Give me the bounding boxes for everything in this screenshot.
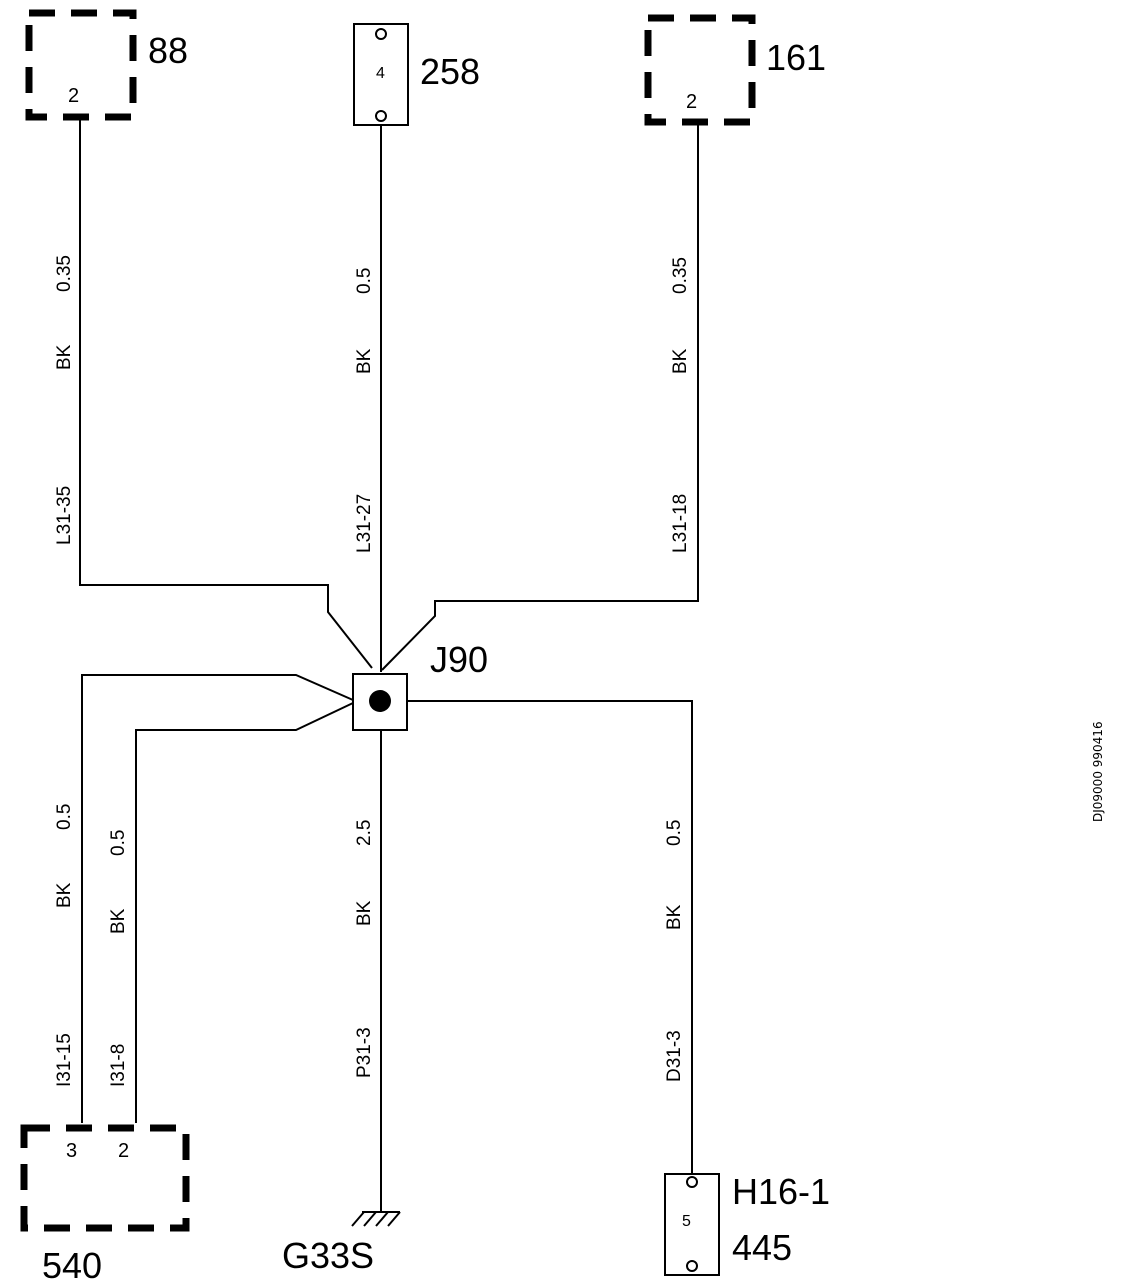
wire-size: 0.5 xyxy=(664,820,685,846)
component-161: 2 161 xyxy=(644,14,826,126)
component-540: 3 2 540 xyxy=(20,1124,190,1286)
component-h16-pin: 5 xyxy=(682,1213,691,1230)
ground-hatch xyxy=(351,1211,365,1227)
ground-hatch xyxy=(387,1211,401,1227)
wire-540-b xyxy=(135,702,354,1123)
ground-hatch xyxy=(363,1211,377,1227)
wire-circuit: I31-8 xyxy=(108,1044,129,1087)
wire-size: 2.5 xyxy=(354,820,375,846)
wire-88 xyxy=(79,117,373,669)
component-h16-box xyxy=(664,1173,720,1276)
wire-circuit: L31-18 xyxy=(670,494,691,553)
splice-label: J90 xyxy=(430,639,488,680)
wire-circuit: P31-3 xyxy=(354,1027,375,1078)
wire-size: 0.5 xyxy=(354,268,375,294)
wire-size: 0.5 xyxy=(54,804,75,830)
wire-h16 xyxy=(407,700,693,1174)
splice-dot xyxy=(369,690,391,712)
wire-161 xyxy=(381,122,699,671)
component-540-label: 540 xyxy=(42,1245,102,1286)
component-540-pin-2: 2 xyxy=(118,1140,129,1162)
wire-color: BK xyxy=(354,900,375,926)
component-445-label: 445 xyxy=(732,1227,792,1268)
wire-size: 0.5 xyxy=(108,830,129,856)
wire-color: BK xyxy=(108,908,129,934)
component-88-box xyxy=(25,9,137,121)
drawing-code: DJ09000 990416 xyxy=(1091,721,1105,822)
wire-size: 0.35 xyxy=(54,255,75,292)
component-161-box xyxy=(644,14,756,126)
ground-label: G33S xyxy=(282,1235,374,1276)
component-258-pin: 4 xyxy=(376,65,385,82)
wire-540-a xyxy=(81,674,354,1123)
wire-circuit: D31-3 xyxy=(664,1030,685,1082)
component-88-label: 88 xyxy=(148,30,188,71)
component-258-label: 258 xyxy=(420,51,480,92)
pin-terminal xyxy=(686,1260,698,1272)
component-540-pin-3: 3 xyxy=(66,1140,77,1162)
ground-hatch xyxy=(375,1211,389,1227)
component-88: 2 88 xyxy=(25,9,188,121)
component-h16-label: H16-1 xyxy=(732,1171,830,1212)
component-258: 4 258 xyxy=(353,23,480,126)
wire-color: BK xyxy=(670,348,691,374)
component-161-label: 161 xyxy=(766,37,826,78)
pin-terminal xyxy=(375,28,387,40)
component-88-pin: 2 xyxy=(68,85,79,107)
pin-terminal xyxy=(375,110,387,122)
splice-j90: J90 xyxy=(352,639,488,731)
wire-color: BK xyxy=(664,904,685,930)
wire-color: BK xyxy=(54,344,75,370)
ground-g33s: G33S xyxy=(282,1211,401,1276)
wire-circuit: I31-15 xyxy=(54,1033,75,1087)
component-h16-1: 5 H16-1 445 xyxy=(664,1171,830,1276)
pin-terminal xyxy=(686,1176,698,1188)
wire-color: BK xyxy=(354,348,375,374)
component-540-box xyxy=(20,1124,190,1232)
component-161-pin: 2 xyxy=(686,91,697,113)
component-258-box xyxy=(353,23,409,126)
wire-color: BK xyxy=(54,882,75,908)
wire-size: 0.35 xyxy=(670,257,691,294)
wire-circuit: L31-35 xyxy=(54,486,75,545)
wire-circuit: L31-27 xyxy=(354,494,375,553)
